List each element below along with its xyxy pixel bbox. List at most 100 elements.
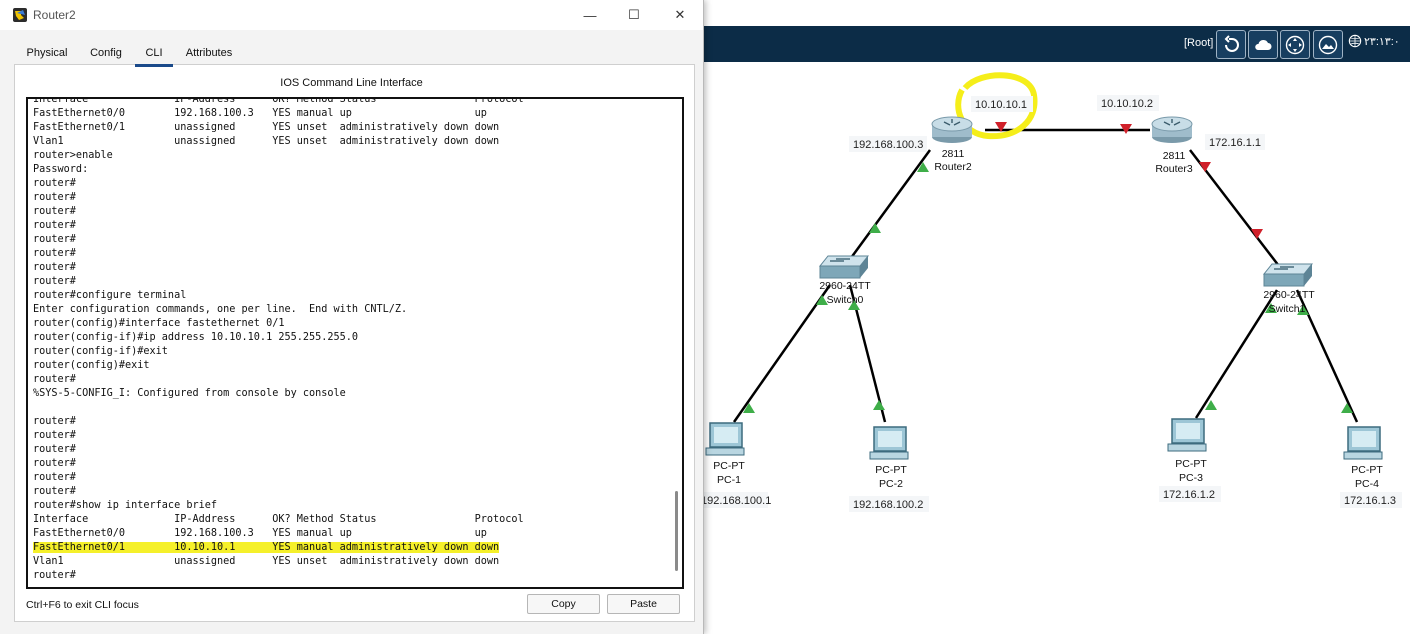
- workspace-toolbar: [Root] ٢٣:١٣:٠: [700, 26, 1410, 62]
- cli-heading: IOS Command Line Interface: [280, 77, 423, 89]
- pc3-name: PC-3: [1179, 472, 1203, 484]
- highlighted-terminal-line: FastEthernet0/1 10.10.10.1 YES manual ad…: [33, 542, 500, 553]
- cloud-button[interactable]: [1248, 30, 1278, 59]
- terminal-line-text: router(config-if)#exit: [33, 346, 168, 357]
- link-up-indicator: [743, 403, 755, 413]
- terminal-line: router#: [33, 443, 663, 457]
- terminal-line: router#: [33, 177, 663, 191]
- terminal-line-text: FastEthernet0/0 192.168.100.3 YES manual…: [33, 528, 487, 539]
- terminal-line: FastEthernet0/1 10.10.10.1 YES manual ad…: [33, 541, 663, 555]
- terminal-line-text: router(config)#interface fastethernet 0/…: [33, 318, 285, 329]
- paste-button[interactable]: Paste: [607, 594, 680, 614]
- link-up-indicator: [816, 295, 828, 305]
- router3-lan-ip: 172.16.1.1: [1209, 137, 1261, 149]
- terminal-line: FastEthernet0/0 192.168.100.3 YES manual…: [33, 527, 663, 541]
- terminal-line: router#show ip interface brief: [33, 499, 663, 513]
- root-label[interactable]: [Root]: [1184, 37, 1214, 49]
- background-image-button[interactable]: [1313, 30, 1343, 59]
- terminal-line-text: FastEthernet0/0 192.168.100.3 YES manual…: [33, 108, 487, 119]
- tab-attributes[interactable]: Attributes: [185, 47, 233, 59]
- terminal-output: Interface IP-Address OK? Method Status P…: [33, 97, 663, 583]
- ip-label-bg: [849, 136, 927, 152]
- router3-wan-ip: 10.10.10.2: [1101, 98, 1153, 110]
- topology-canvas[interactable]: [706, 64, 1406, 614]
- pc1-device[interactable]: [705, 422, 745, 456]
- link-router2-switch0: [846, 149, 932, 263]
- terminal-line-text: router#: [33, 570, 76, 581]
- navigation-button[interactable]: [1280, 30, 1310, 59]
- terminal-line: FastEthernet0/0 192.168.100.3 YES manual…: [33, 107, 663, 121]
- router3-name: Router3: [1155, 163, 1193, 175]
- terminal-line-text: router#: [33, 220, 76, 231]
- link-up-indicator: [1341, 403, 1353, 413]
- terminal-line: router#: [33, 233, 663, 247]
- pc1-name: PC-1: [717, 474, 741, 486]
- pc4-model: PC-PT: [1351, 464, 1383, 476]
- close-button[interactable]: ✕: [660, 3, 700, 27]
- pc4-device[interactable]: [1343, 426, 1383, 460]
- terminal-line: router#configure terminal: [33, 289, 663, 303]
- switch0-device[interactable]: [818, 255, 870, 279]
- terminal-line: Password:: [33, 163, 663, 177]
- terminal-line: router(config-if)#exit: [33, 345, 663, 359]
- ip-label-bg: [1159, 486, 1221, 502]
- terminal-line-text: router#: [33, 234, 76, 245]
- move-arrows-icon: [1285, 35, 1305, 54]
- terminal-line-text: Interface IP-Address OK? Method Status P…: [33, 514, 524, 525]
- link-down-indicator: [1251, 229, 1263, 239]
- router3-device[interactable]: [1151, 116, 1193, 143]
- link-up-indicator: [1297, 305, 1309, 315]
- terminal-line: Interface IP-Address OK? Method Status P…: [33, 97, 663, 107]
- terminal-line: Vlan1 unassigned YES unset administrativ…: [33, 555, 663, 569]
- pc3-model: PC-PT: [1175, 458, 1207, 470]
- terminal-line-text: Interface IP-Address OK? Method Status P…: [33, 97, 524, 105]
- terminal-scrollbar[interactable]: [675, 491, 678, 571]
- pc1-ip: 192.168.100.1: [701, 495, 771, 507]
- router2-wan-ip: 10.10.10.1: [975, 99, 1027, 111]
- ip-label-bg: [1097, 95, 1159, 111]
- close-icon: ✕: [674, 7, 686, 22]
- terminal-line-text: FastEthernet0/1 unassigned YES unset adm…: [33, 122, 500, 133]
- switch0-name: Switch0: [827, 294, 864, 306]
- link-down-indicator: [1120, 124, 1132, 134]
- pc3-device[interactable]: [1167, 418, 1207, 452]
- terminal-line-text: router#: [33, 486, 76, 497]
- terminal-line-text: router(config-if)#ip address 10.10.10.1 …: [33, 332, 359, 343]
- pc3-ip: 172.16.1.2: [1163, 489, 1215, 501]
- terminal-line: router#: [33, 205, 663, 219]
- terminal-line-text: router#: [33, 206, 76, 217]
- terminal-line-text: router#: [33, 248, 76, 259]
- link-up-indicator: [1205, 400, 1217, 410]
- terminal-line-text: Vlan1 unassigned YES unset administrativ…: [33, 136, 500, 147]
- cli-terminal[interactable]: Interface IP-Address OK? Method Status P…: [26, 97, 684, 589]
- pc2-device[interactable]: [869, 426, 909, 460]
- router2-device[interactable]: [931, 116, 973, 143]
- terminal-line: router#: [33, 485, 663, 499]
- terminal-line-text: router#: [33, 192, 76, 203]
- window-titlebar[interactable]: Router2 — ☐ ✕: [0, 0, 703, 30]
- tab-config[interactable]: Config: [90, 47, 122, 59]
- tab-cli[interactable]: CLI: [135, 42, 173, 67]
- terminal-line: router(config)#interface fastethernet 0/…: [33, 317, 663, 331]
- terminal-line: router#: [33, 261, 663, 275]
- copy-button[interactable]: Copy: [527, 594, 600, 614]
- maximize-button[interactable]: ☐: [614, 3, 654, 27]
- link-switch0-pc1: [732, 284, 832, 423]
- pc1-model: PC-PT: [713, 460, 745, 472]
- cloud-icon: [1255, 39, 1272, 50]
- terminal-line-text: router#: [33, 416, 76, 427]
- clock-text: ٢٣:١٣:٠: [1364, 35, 1400, 48]
- router-window: Router2 — ☐ ✕ Physical Config CLI Attrib…: [0, 0, 704, 634]
- minimize-button[interactable]: —: [570, 3, 610, 27]
- router2-lan-ip: 192.168.100.3: [853, 139, 923, 151]
- back-button[interactable]: [1216, 30, 1246, 59]
- terminal-line: router#: [33, 569, 663, 583]
- terminal-line: FastEthernet0/1 unassigned YES unset adm…: [33, 121, 663, 135]
- switch1-device[interactable]: [1262, 263, 1314, 287]
- tab-physical[interactable]: Physical: [26, 47, 68, 59]
- ip-label-bg: [849, 496, 929, 512]
- terminal-line: router#: [33, 415, 663, 429]
- terminal-line: router#: [33, 429, 663, 443]
- ip-label-bg: [702, 492, 768, 508]
